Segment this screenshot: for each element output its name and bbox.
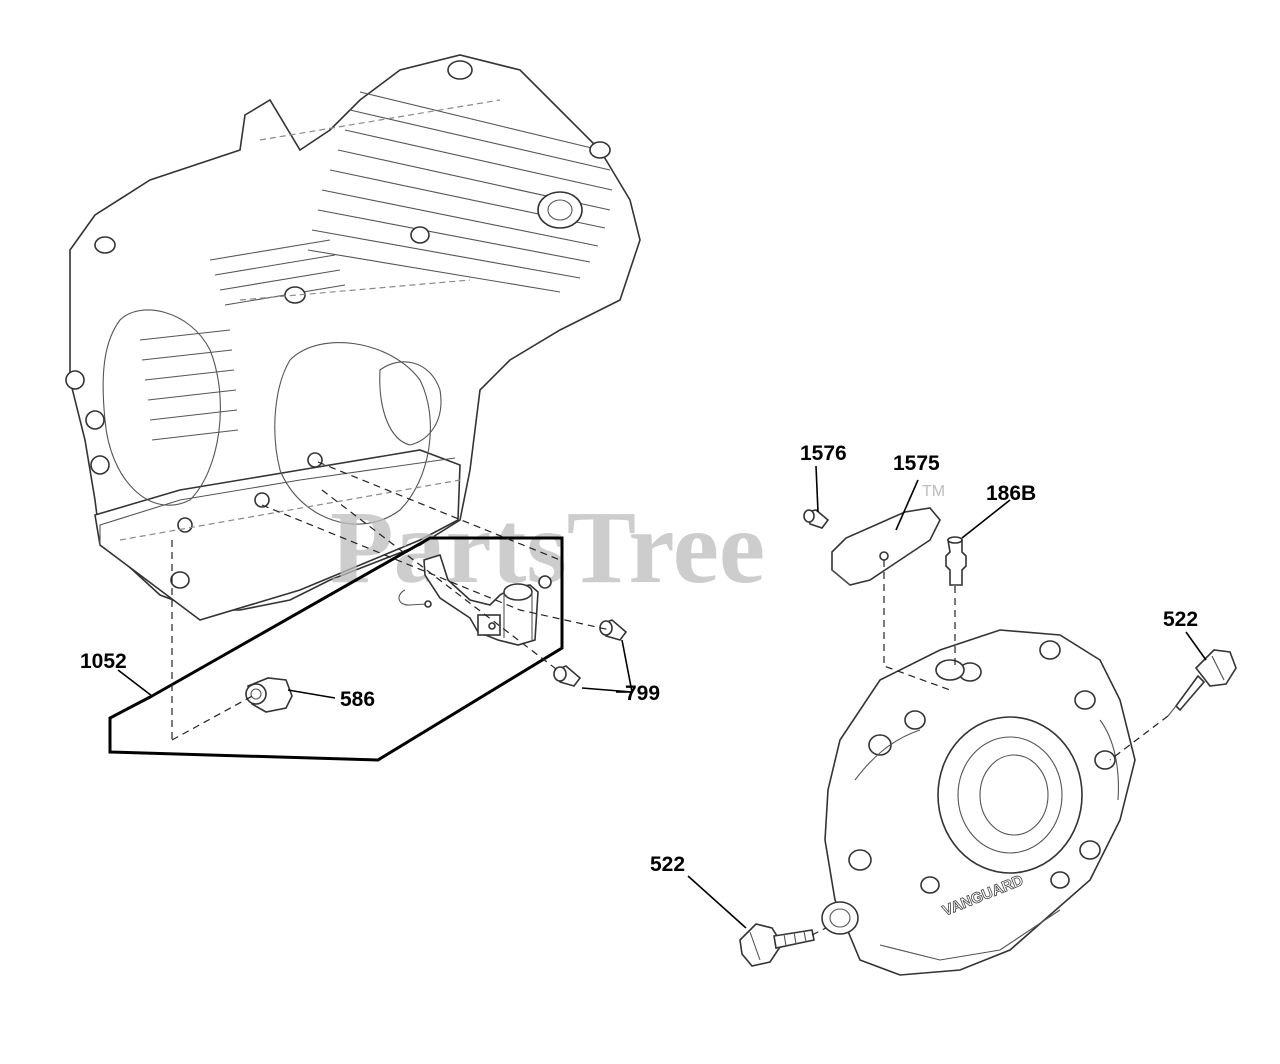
crankcase-cover: VANGUARD — [821, 629, 1136, 976]
callout-186b[interactable]: 186B — [986, 482, 1036, 505]
plug-586 — [245, 677, 293, 713]
screw-799-a — [599, 619, 628, 641]
callout-586[interactable]: 586 — [340, 688, 375, 711]
oil-sensor-part — [398, 553, 552, 646]
callout-labels: 1576 1575 186B 522 1052 586 799 522 — [80, 442, 1198, 876]
bolt-1576 — [803, 509, 830, 529]
screw-799-b — [553, 665, 582, 687]
callout-1052[interactable]: 1052 — [80, 650, 127, 673]
dipstick-522-bottom — [739, 923, 815, 967]
fitting-186b — [945, 536, 967, 586]
callout-522-bottom[interactable]: 522 — [650, 853, 685, 876]
leader-lines — [117, 465, 1207, 929]
callout-522-right[interactable]: 522 — [1163, 608, 1198, 631]
callout-1576[interactable]: 1576 — [800, 442, 847, 465]
callout-1575[interactable]: 1575 — [893, 452, 940, 475]
callout-799[interactable]: 799 — [625, 682, 660, 705]
engine-block — [65, 54, 641, 621]
dipstick-522-right — [1167, 649, 1237, 717]
kit-outline-1052 — [108, 536, 564, 762]
watermark-trademark: TM — [922, 483, 945, 500]
shield-1575 — [831, 507, 941, 586]
